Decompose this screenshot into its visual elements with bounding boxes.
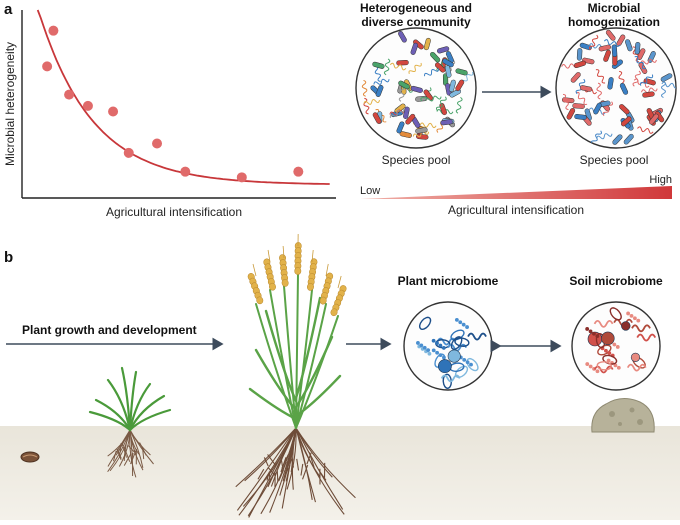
data-point-8 xyxy=(180,167,190,177)
growth-label: Plant growth and development xyxy=(22,323,197,337)
wheat-ear-icon xyxy=(319,264,334,305)
data-point-1 xyxy=(48,26,58,36)
data-points xyxy=(42,26,303,183)
microbe-icon xyxy=(438,360,451,373)
wheat-ear-icon xyxy=(307,250,318,291)
soil-clod-icon xyxy=(592,398,654,432)
data-point-10 xyxy=(293,167,303,177)
x-axis-label: Agricultural intensification xyxy=(106,205,242,219)
microbe-icon xyxy=(631,353,640,362)
trend-curve xyxy=(38,10,330,184)
data-point-6 xyxy=(124,148,134,158)
species-pool-right: Species pool xyxy=(580,153,649,167)
wheat-ear-icon xyxy=(330,276,348,317)
community-right-title-1: Microbial xyxy=(588,1,641,15)
homogenized-community-circle xyxy=(556,28,678,148)
intensification-ramp xyxy=(360,186,672,199)
plant-microbiome-circle xyxy=(404,302,492,390)
data-point-5 xyxy=(108,107,118,117)
y-axis-label: Microbial heterogeneity xyxy=(3,42,17,166)
heterogeneity-chart: Microbial heterogeneity Agricultural int… xyxy=(3,10,336,219)
panel-b-label: b xyxy=(4,249,13,266)
panel-a-label: a xyxy=(4,1,13,18)
data-point-3 xyxy=(64,90,74,100)
species-pool-left: Species pool xyxy=(382,153,451,167)
community-right-title-2: homogenization xyxy=(568,15,660,29)
plant-microbiome-title: Plant microbiome xyxy=(398,274,499,288)
microbe-icon xyxy=(601,332,614,345)
community-left-title-1: Heterogeneous and xyxy=(360,1,472,15)
bacterium-icon xyxy=(577,48,582,60)
ramp-high-label: High xyxy=(649,174,672,186)
microbe-icon xyxy=(621,322,630,331)
ramp-low-label: Low xyxy=(360,185,380,197)
soil-microbiome-circle xyxy=(572,302,660,390)
data-point-7 xyxy=(152,138,162,148)
bacterium-icon xyxy=(396,60,408,65)
diverse-community-circle xyxy=(356,28,476,148)
microbe-icon xyxy=(448,350,460,362)
wheat-ear-icon xyxy=(279,246,289,287)
wheat-ear-icon xyxy=(295,234,302,275)
community-left-title-2: diverse community xyxy=(361,15,471,29)
wheat-ear-icon xyxy=(247,264,264,305)
soil-microbiome-title: Soil microbiome xyxy=(569,274,663,288)
wheat-ear-icon xyxy=(263,250,276,291)
seed-icon xyxy=(21,452,39,462)
bacterium-icon xyxy=(612,45,617,57)
bacterium-icon xyxy=(635,42,641,54)
data-point-2 xyxy=(42,61,52,71)
ramp-axis-label: Agricultural intensification xyxy=(448,203,584,217)
data-point-4 xyxy=(83,101,93,111)
data-point-9 xyxy=(237,172,247,182)
bacterium-icon xyxy=(572,103,584,109)
